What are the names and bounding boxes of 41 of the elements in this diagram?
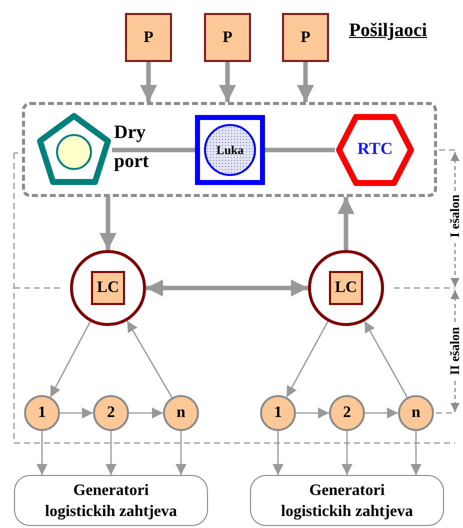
sender-box: P bbox=[204, 13, 251, 62]
arrow bbox=[36, 431, 48, 475]
arrow bbox=[176, 431, 186, 475]
center-label: LC bbox=[91, 271, 125, 305]
connector-line bbox=[112, 148, 195, 152]
step-circle: 1 bbox=[24, 395, 60, 431]
sender-box: P bbox=[125, 13, 172, 62]
step-circle: 2 bbox=[329, 395, 365, 431]
arrow bbox=[296, 408, 329, 418]
arrow bbox=[364, 320, 408, 398]
step-circle: n bbox=[398, 395, 434, 431]
arrow bbox=[410, 431, 422, 475]
double-arrow bbox=[146, 280, 308, 296]
arrow bbox=[365, 408, 398, 418]
node-caption: Dry port bbox=[114, 121, 150, 174]
arrow bbox=[50, 321, 91, 398]
step-circle: 1 bbox=[260, 395, 296, 431]
arrow bbox=[219, 62, 236, 102]
generator-box: Generatori logistickih zahtjeva bbox=[14, 475, 208, 526]
arrow bbox=[286, 321, 328, 398]
port-square bbox=[195, 115, 265, 185]
arrow bbox=[297, 62, 314, 102]
node-label: RTC bbox=[356, 139, 394, 159]
port-circle: Luka bbox=[204, 124, 256, 176]
arrow bbox=[126, 320, 172, 398]
arrow bbox=[129, 408, 163, 418]
sender-box: P bbox=[282, 13, 329, 62]
center-label: LC bbox=[329, 271, 363, 305]
connector-line bbox=[265, 148, 335, 152]
arrow bbox=[140, 62, 157, 102]
group-frame bbox=[22, 102, 437, 197]
arrow bbox=[100, 197, 116, 250]
arrow bbox=[106, 431, 116, 475]
generator-box: Generatori logistickih zahtjeva bbox=[250, 475, 444, 526]
arrow bbox=[60, 408, 93, 418]
arrow bbox=[272, 431, 284, 475]
step-circle: 2 bbox=[93, 395, 129, 431]
arrow bbox=[342, 431, 352, 475]
arrow bbox=[338, 197, 354, 250]
heading-label: Pošiljaoci bbox=[348, 19, 428, 43]
step-circle: n bbox=[163, 395, 199, 431]
